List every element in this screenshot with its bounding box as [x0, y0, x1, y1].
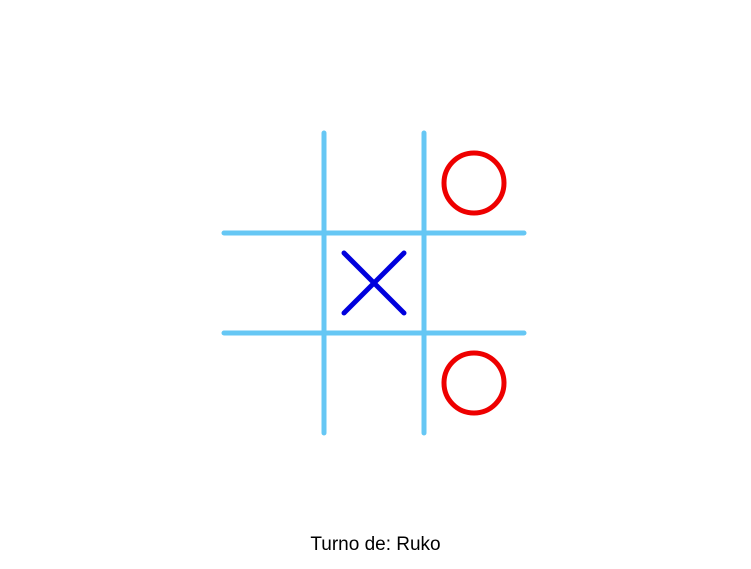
board-cell-2-2[interactable] — [424, 333, 524, 433]
x-mark-stroke — [341, 250, 407, 316]
x-mark-1-1 — [341, 250, 407, 316]
board-cell-0-0[interactable] — [224, 133, 324, 233]
o-mark-0-2 — [441, 150, 507, 216]
turn-status: Turno de: Ruko — [310, 534, 441, 555]
board-cell-1-0[interactable] — [224, 233, 324, 333]
board-cell-0-1[interactable] — [324, 133, 424, 233]
board-marks — [341, 150, 507, 416]
board-cell-0-2[interactable] — [424, 133, 524, 233]
o-mark-2-2 — [441, 350, 507, 416]
board-grid — [221, 130, 527, 436]
board-cell-2-1[interactable] — [324, 333, 424, 433]
board-cell-1-2[interactable] — [424, 233, 524, 333]
board-cell-2-0[interactable] — [224, 333, 324, 433]
